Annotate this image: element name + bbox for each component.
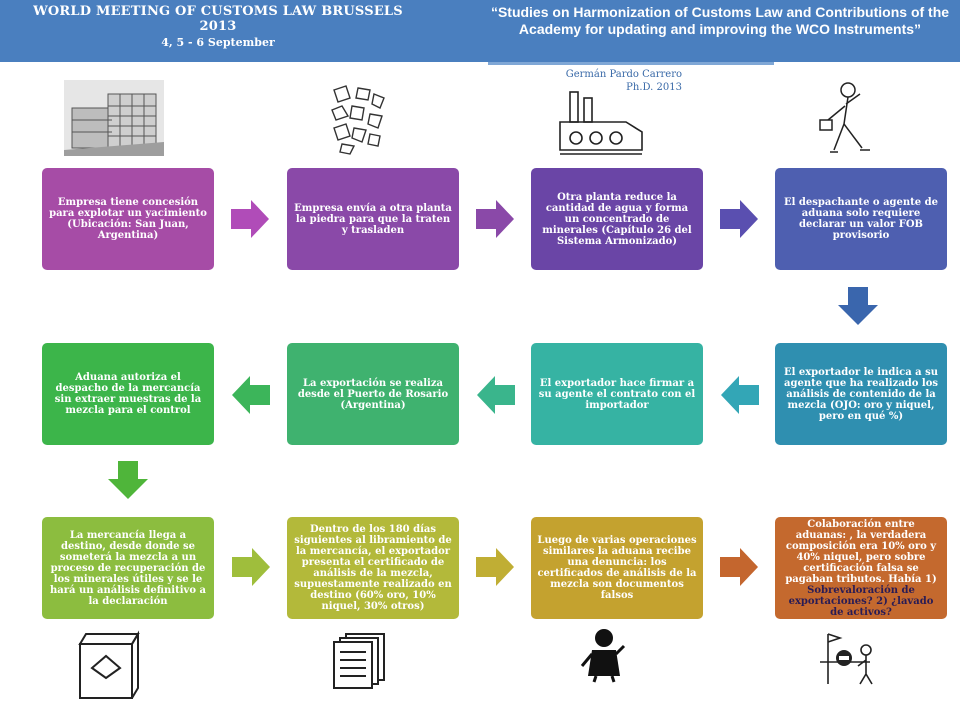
step-6-text: El exportador hace firmar a su agente el…	[538, 377, 696, 411]
step-4-text: El despachante o agente de aduana solo r…	[783, 197, 938, 241]
factory-icon	[559, 91, 643, 155]
arrow-down-2	[108, 461, 148, 499]
author-degree: Ph.D. 2013	[626, 82, 682, 93]
step-2-box: Empresa envía a otra planta la piedra pa…	[287, 168, 459, 270]
arrow-left-3	[232, 376, 270, 414]
step-5-text: El exportador le indica a su agente que …	[783, 366, 939, 422]
arrow-right-4	[232, 548, 270, 586]
woman-on-phone-icon	[580, 629, 626, 683]
step-11-box: Luego de varias operaciones similares la…	[531, 517, 703, 619]
walking-man-icon	[819, 82, 870, 153]
step-8-box: Aduana autoriza el despacho de la mercan…	[42, 343, 214, 445]
step-10-box: Dentro de los 180 días siguientes al lib…	[287, 517, 459, 619]
step-2-text: Empresa envía a otra planta la piedra pa…	[294, 202, 452, 236]
step-6-box: El exportador hace firmar a su agente el…	[531, 343, 703, 445]
step-12-text: Colaboración entre aduanas: , la verdade…	[785, 518, 937, 585]
step-7-text: La exportación se realiza desde el Puert…	[297, 377, 449, 411]
arrow-right-5	[476, 548, 514, 586]
step-11-text: Luego de varias operaciones similares la…	[537, 535, 697, 601]
building-icon	[64, 80, 164, 156]
header-left: WORLD MEETING OF CUSTOMS LAW BRUSSELS 20…	[18, 4, 418, 49]
step-12-content: Colaboración entre aduanas: , la verdade…	[781, 519, 941, 618]
arrow-left-1	[721, 376, 759, 414]
step-12-box: Colaboración entre aduanas: , la verdade…	[775, 517, 947, 619]
documents-icon	[333, 633, 385, 689]
customs-checkpoint-icon	[820, 633, 873, 685]
header-underline	[488, 62, 774, 65]
presentation-subtitle: “Studies on Harmonization of Customs Law…	[490, 4, 950, 37]
arrow-right-6	[720, 548, 758, 586]
step-3-box: Otra planta reduce la cantidad de agua y…	[531, 168, 703, 270]
arrow-right-3	[720, 200, 758, 238]
arrow-left-2	[477, 376, 515, 414]
step-1-text: Empresa tiene concesión para explotar un…	[49, 197, 207, 241]
conference-title: WORLD MEETING OF CUSTOMS LAW BRUSSELS 20…	[33, 4, 403, 34]
arrow-right-2	[476, 200, 514, 238]
author-block: Germán Pardo Carrero Ph.D. 2013	[540, 68, 682, 94]
minerals-icon	[331, 85, 385, 155]
step-1-box: Empresa tiene concesión para explotar un…	[42, 168, 214, 270]
arrow-down-1	[838, 287, 878, 325]
conference-dates: 4, 5 - 6 September	[161, 36, 275, 49]
header-banner: WORLD MEETING OF CUSTOMS LAW BRUSSELS 20…	[0, 0, 960, 62]
step-8-text: Aduana autoriza el despacho de la mercan…	[54, 372, 202, 416]
arrow-right-1	[231, 200, 269, 238]
step-9-box: La mercancía llega a destino, desde dond…	[42, 517, 214, 619]
crate-icon	[78, 630, 140, 699]
step-10-text: Dentro de los 180 días siguientes al lib…	[294, 524, 452, 612]
step-12-highlight: Sobrevaloración de exportaciones? 2) ¿la…	[788, 584, 934, 618]
author-name: Germán Pardo Carrero	[565, 69, 682, 80]
step-3-text: Otra planta reduce la cantidad de agua y…	[542, 191, 692, 247]
step-7-box: La exportación se realiza desde el Puert…	[287, 343, 459, 445]
step-4-box: El despachante o agente de aduana solo r…	[775, 168, 947, 270]
step-9-text: La mercancía llega a destino, desde dond…	[50, 529, 206, 607]
step-5-box: El exportador le indica a su agente que …	[775, 343, 947, 445]
